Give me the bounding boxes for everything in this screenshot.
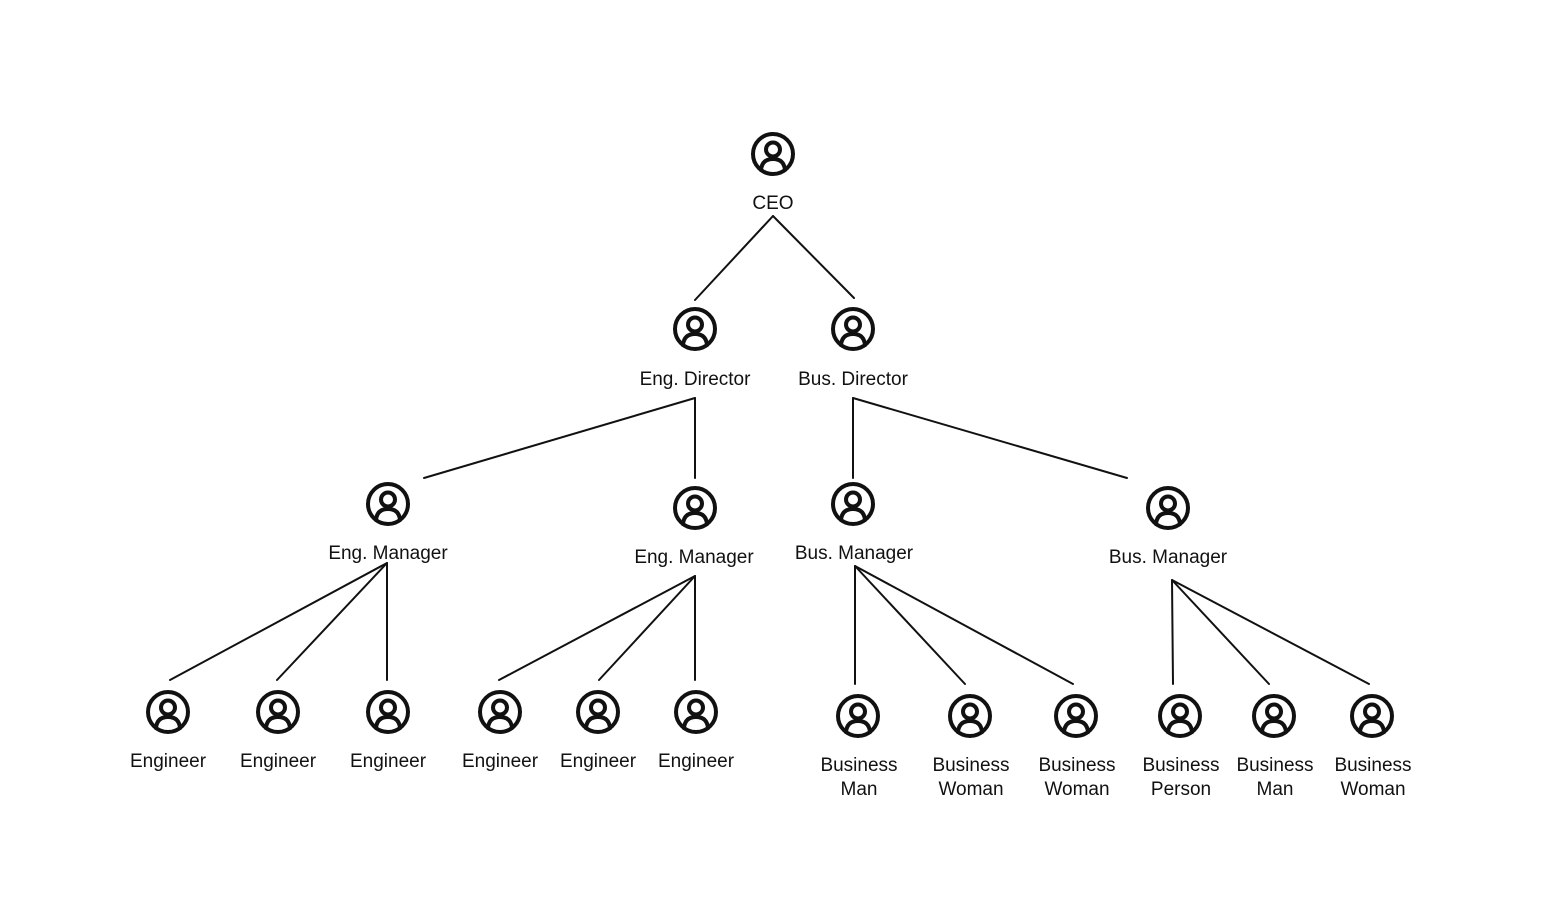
node-label: Person <box>1151 779 1211 800</box>
person-circle-icon <box>1252 694 1296 738</box>
person-circle-icon <box>478 690 522 734</box>
person-circle-icon <box>674 690 718 734</box>
edge-bus-manager-1-to-business-woman-1 <box>854 565 966 685</box>
node-label: CEO <box>752 193 793 214</box>
edge-eng-manager-1-to-engineer-2 <box>276 562 388 681</box>
person-circle-icon <box>831 482 875 526</box>
node-label: Engineer <box>240 751 317 772</box>
node-engineer-3: Engineer <box>350 690 427 772</box>
node-label: Business <box>1236 755 1313 776</box>
edges-layer <box>169 215 1370 685</box>
node-eng-director: Eng. Director <box>640 307 752 390</box>
node-label: Woman <box>1340 779 1405 800</box>
node-label: Eng. Manager <box>328 543 448 564</box>
node-label: Engineer <box>130 751 207 772</box>
person-circle-icon <box>948 694 992 738</box>
person-circle-icon <box>673 486 717 530</box>
person-circle-icon <box>256 690 300 734</box>
person-circle-icon <box>1146 486 1190 530</box>
node-label: Business <box>1334 755 1411 776</box>
person-circle-icon <box>836 694 880 738</box>
edge-ceo-to-bus-director <box>772 215 855 299</box>
edge-eng-manager-2-to-engineer-5 <box>598 575 696 681</box>
node-eng-manager-1: Eng. Manager <box>328 482 448 564</box>
person-circle-icon <box>1054 694 1098 738</box>
edge-eng-manager-2-to-engineer-4 <box>498 575 696 681</box>
person-circle-icon <box>366 482 410 526</box>
node-label: Woman <box>938 779 1003 800</box>
node-label: Eng. Manager <box>634 547 754 568</box>
node-engineer-6: Engineer <box>658 690 735 772</box>
node-label: Bus. Manager <box>795 543 914 564</box>
node-label: Business <box>820 755 897 776</box>
person-circle-icon <box>751 132 795 176</box>
person-circle-icon <box>146 690 190 734</box>
edge-eng-director-to-eng-manager-1 <box>423 397 696 479</box>
node-bus-manager-2: Bus. Manager <box>1109 486 1228 568</box>
node-label: Business <box>1142 755 1219 776</box>
node-label: Engineer <box>462 751 539 772</box>
edge-bus-manager-1-to-business-woman-2 <box>854 565 1074 685</box>
node-engineer-2: Engineer <box>240 690 317 772</box>
node-label: Woman <box>1044 779 1109 800</box>
node-label: Business <box>932 755 1009 776</box>
node-label: Business <box>1038 755 1115 776</box>
edge-bus-director-to-bus-manager-2 <box>852 397 1128 479</box>
person-circle-icon <box>1350 694 1394 738</box>
edge-bus-manager-2-to-business-man-2 <box>1171 579 1270 685</box>
person-circle-icon <box>1158 694 1202 738</box>
node-ceo: CEO <box>751 132 795 214</box>
node-label: Eng. Director <box>640 369 752 390</box>
node-label: Engineer <box>658 751 735 772</box>
node-engineer-4: Engineer <box>462 690 539 772</box>
node-label: Bus. Manager <box>1109 547 1228 568</box>
edge-eng-manager-1-to-engineer-1 <box>169 562 388 681</box>
node-bus-director: Bus. Director <box>798 307 909 390</box>
node-label: Man <box>1257 779 1294 800</box>
person-circle-icon <box>366 690 410 734</box>
edge-bus-manager-2-to-business-person-1 <box>1171 579 1174 685</box>
person-circle-icon <box>673 307 717 351</box>
node-label: Engineer <box>350 751 427 772</box>
node-label: Bus. Director <box>798 369 908 390</box>
edge-ceo-to-eng-director <box>694 215 774 301</box>
node-label: Man <box>841 779 878 800</box>
edge-bus-manager-2-to-business-woman-3 <box>1171 579 1370 685</box>
node-engineer-5: Engineer <box>560 690 637 772</box>
node-engineer-1: Engineer <box>130 690 207 772</box>
node-bus-manager-1: Bus. Manager <box>795 482 914 564</box>
person-circle-icon <box>576 690 620 734</box>
node-label: Engineer <box>560 751 637 772</box>
node-eng-manager-2: Eng. Manager <box>634 486 754 568</box>
person-circle-icon <box>831 307 875 351</box>
